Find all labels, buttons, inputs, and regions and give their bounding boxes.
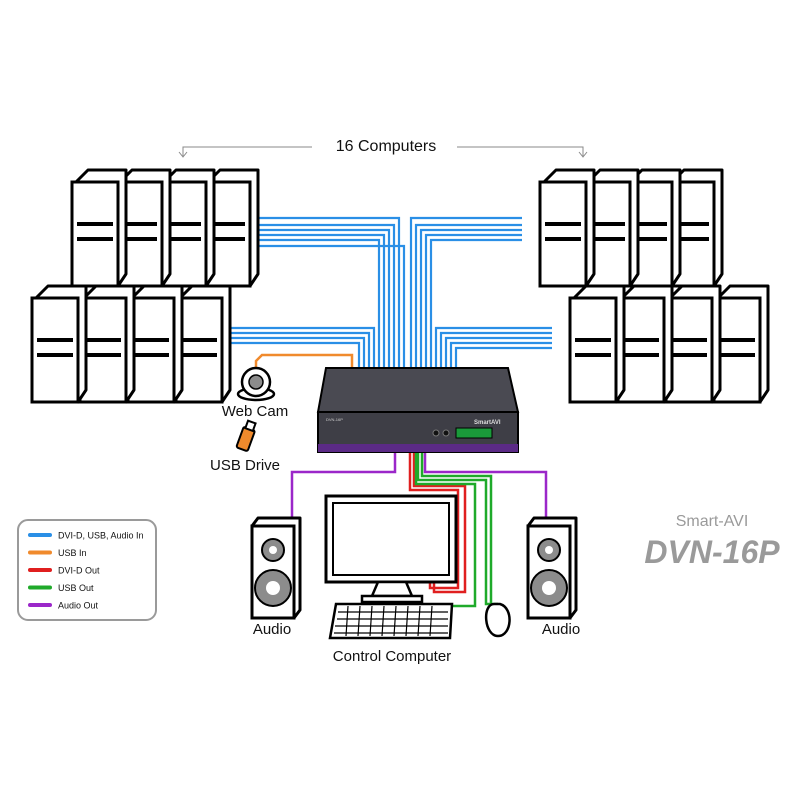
legend-label: USB Out	[58, 583, 94, 593]
computers-left	[30, 168, 260, 404]
computer-tower	[174, 284, 232, 404]
usb-drive-label: USB Drive	[210, 457, 280, 474]
computer-tower	[538, 168, 596, 288]
usb-in-cable	[254, 353, 354, 376]
webcam-label: Web Cam	[222, 403, 288, 420]
input-cables-left	[215, 216, 406, 370]
monitor-icon	[324, 494, 458, 604]
computer-tower	[616, 284, 674, 404]
usb-drive-icon	[235, 419, 257, 452]
computer-tower	[70, 168, 128, 288]
webcam-icon	[236, 366, 276, 402]
control-computer-label: Control Computer	[333, 648, 451, 665]
audio-right-label: Audio	[542, 621, 580, 638]
header: 16 Computers	[178, 138, 588, 158]
speaker-right-icon	[526, 516, 578, 620]
computer-tower	[30, 284, 88, 404]
input-cables-right	[409, 216, 552, 370]
computer-tower	[568, 284, 626, 404]
legend-label: Audio Out	[58, 601, 99, 611]
legend-label: DVI-D, USB, Audio In	[58, 531, 144, 541]
computer-tower	[664, 284, 722, 404]
kvm-switch: DVN-16P SmartAVI	[316, 367, 520, 453]
mouse-icon	[485, 602, 511, 638]
device-brand-small: SmartAVI	[474, 420, 501, 426]
brand-logo: Smart-AVI	[676, 513, 749, 530]
computer-tower	[78, 284, 136, 404]
keyboard-icon	[328, 602, 454, 640]
computers-right	[538, 168, 770, 404]
header-title: 16 Computers	[336, 138, 437, 155]
brand-block: Smart-AVI DVN-16P	[644, 513, 780, 570]
legend-label: DVI-D Out	[58, 566, 100, 576]
speaker-left-icon	[250, 516, 302, 620]
computer-tower	[126, 284, 184, 404]
device-model-small: DVN-16P	[326, 417, 343, 422]
brand-model: DVN-16P	[644, 534, 780, 570]
computer-tower	[712, 284, 770, 404]
legend-label: USB In	[58, 548, 87, 558]
audio-left-label: Audio	[253, 621, 291, 638]
